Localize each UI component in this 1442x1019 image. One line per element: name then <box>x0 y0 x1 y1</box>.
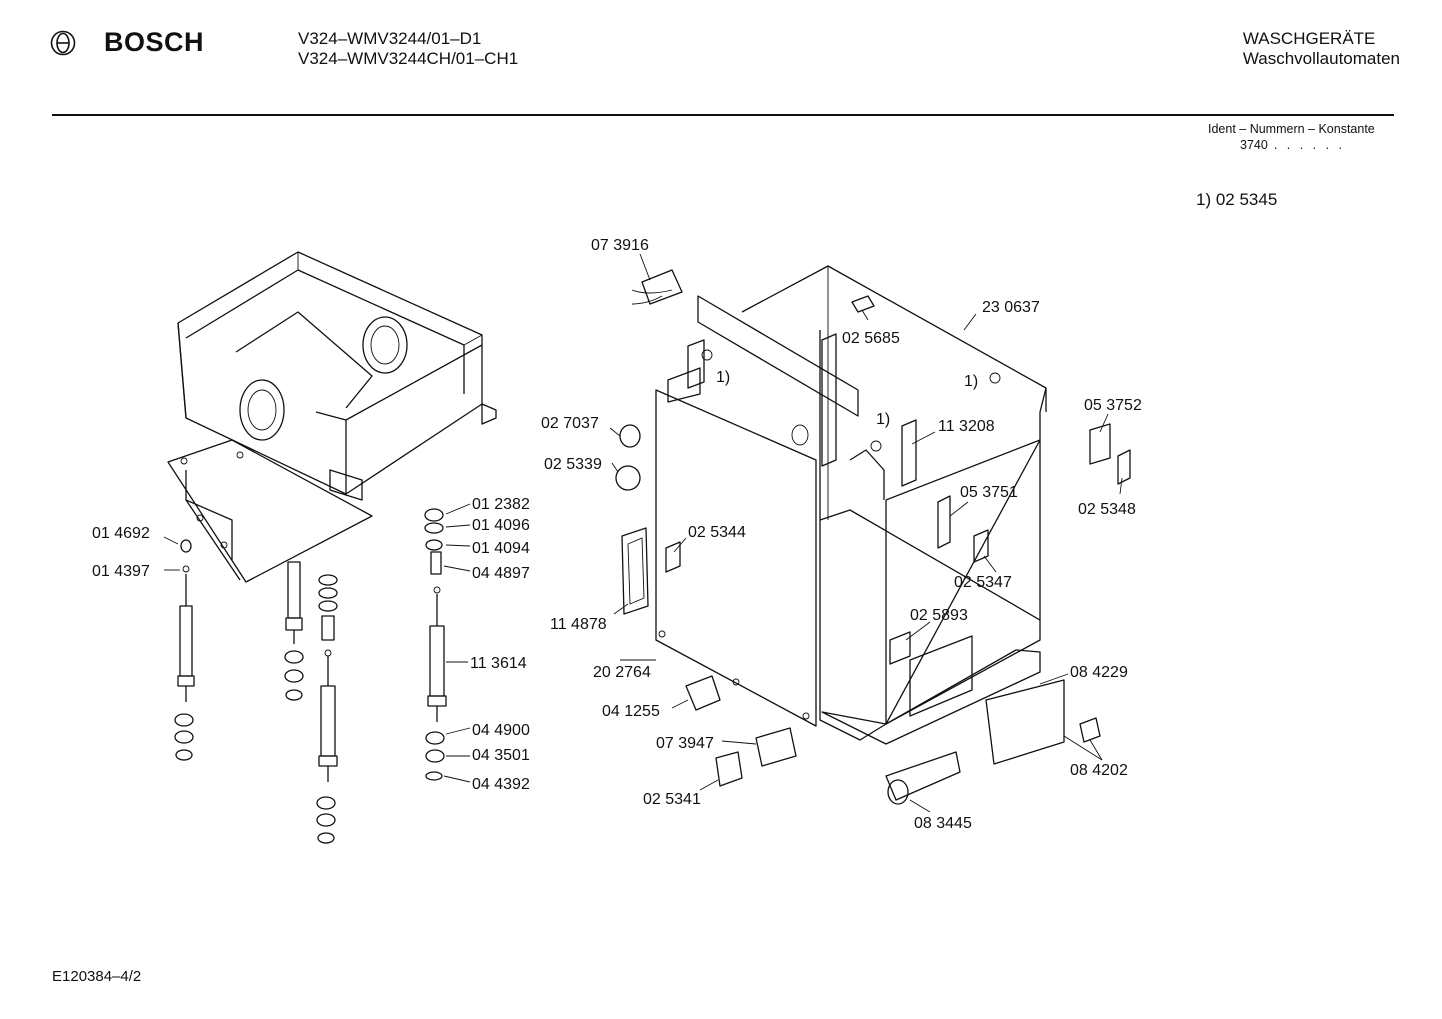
part-label: 07 3947 <box>656 735 714 752</box>
product-category: WASCHGERÄTE Waschvollautomaten <box>1243 29 1400 69</box>
bosch-logo-icon <box>50 30 76 55</box>
part-label: 01 2382 <box>472 496 530 513</box>
document-id: E120384–4/2 <box>52 968 142 985</box>
brand-name: BOSCH <box>104 27 205 57</box>
brand: BOSCH <box>50 27 204 58</box>
part-label: 11 3208 <box>938 418 995 435</box>
part-label: 05 3751 <box>960 484 1018 501</box>
ident-title: Ident – Nummern – Konstante <box>1208 122 1375 136</box>
part-label: 08 4229 <box>1070 664 1128 681</box>
footnote-marker: 1) <box>716 369 730 386</box>
part-label: 04 4392 <box>472 776 530 793</box>
shock-absorber-left <box>174 539 195 761</box>
part-label: 08 3445 <box>914 815 972 832</box>
part-label: 07 3916 <box>591 237 649 254</box>
header-divider <box>52 114 1394 116</box>
part-label: 04 3501 <box>472 747 530 764</box>
base-bracket <box>167 439 373 583</box>
small-parts <box>615 269 1131 805</box>
part-label: 05 3752 <box>1084 397 1142 414</box>
part-label: 02 7037 <box>541 415 599 432</box>
footnote: 1) 02 5345 <box>1196 190 1278 209</box>
part-label: 04 4900 <box>472 722 530 739</box>
category-subtitle: Waschvollautomaten <box>1242 49 1400 68</box>
part-label: 04 1255 <box>602 703 660 720</box>
ident-block: Ident – Nummern – Konstante 3740 . . . . … <box>1208 121 1375 153</box>
footnote-marker: 1) <box>876 411 890 428</box>
cabinet-frame <box>667 265 1047 745</box>
part-label: 04 4897 <box>472 565 530 582</box>
ident-value: 3740 <box>1240 138 1268 152</box>
shock-absorber-right <box>424 508 447 781</box>
footnote-marker: 1) <box>964 373 978 390</box>
part-label: 02 5348 <box>1078 501 1136 518</box>
part-label: 02 5339 <box>544 456 602 473</box>
shock-absorber-center <box>284 561 338 844</box>
category-title: WASCHGERÄTE <box>1242 29 1376 48</box>
part-label: 08 4202 <box>1070 762 1128 779</box>
part-label: 23 0637 <box>982 299 1040 316</box>
model-numbers: V324–WMV3244/01–D1 V324–WMV3244CH/01–CH1 <box>298 29 518 69</box>
part-label: 01 4096 <box>472 517 530 534</box>
leader-lines <box>163 253 1123 813</box>
part-label: 02 5341 <box>643 791 701 808</box>
part-label: 02 5685 <box>842 330 900 347</box>
part-label: 11 3614 <box>470 655 527 672</box>
part-label: 01 4094 <box>472 540 530 557</box>
ident-dots: . . . . . . <box>1273 138 1346 152</box>
tub-housing <box>177 251 497 501</box>
part-label: 11 4878 <box>550 616 607 633</box>
front-panel <box>621 389 817 727</box>
part-label: 02 5347 <box>954 574 1012 591</box>
part-label: 01 4692 <box>92 525 150 542</box>
part-label: 02 5893 <box>910 607 968 624</box>
part-label: 01 4397 <box>92 563 150 580</box>
part-label: 02 5344 <box>688 524 746 541</box>
part-label: 20 2764 <box>593 664 651 681</box>
model-number: V324–WMV3244CH/01–CH1 <box>298 49 519 68</box>
part-labels: 07 3916 23 0637 02 5685 1) 1) 1) 02 7037… <box>92 237 1142 832</box>
model-number: V324–WMV3244/01–D1 <box>298 29 482 48</box>
